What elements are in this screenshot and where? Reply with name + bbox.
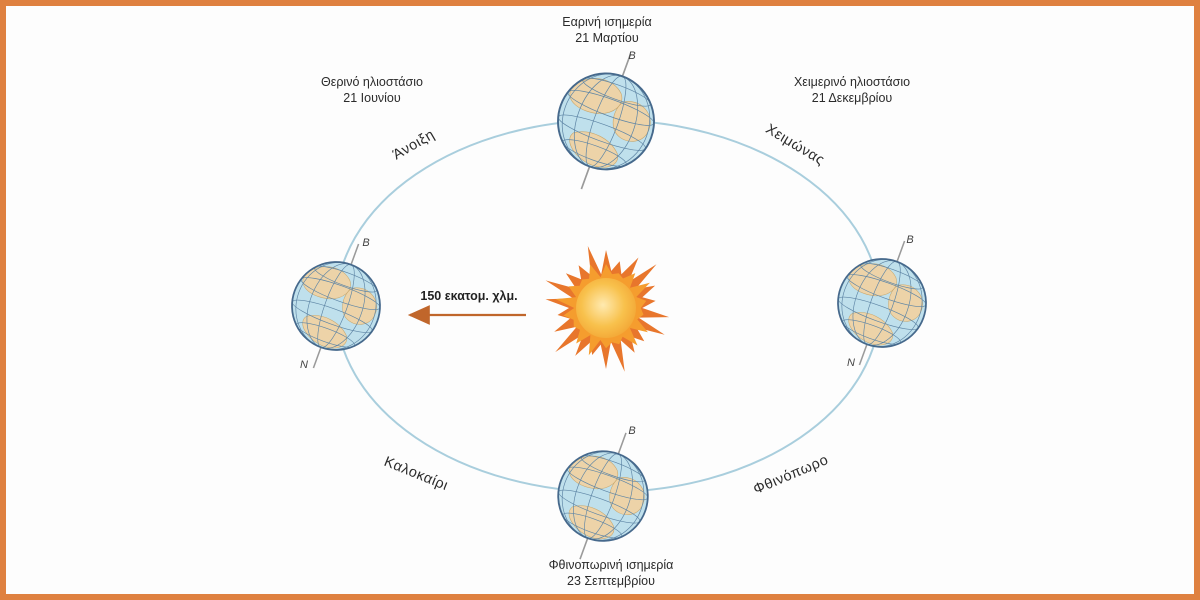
pole-label-south-right: N <box>847 357 855 369</box>
label-autumn-equinox: Φθινοπωρινή ισημερία 23 Σεπτεμβρίου <box>549 557 674 589</box>
label-spring-equinox: Εαρινή ισημερία 21 Μαρτίου <box>562 14 651 46</box>
sun-core <box>576 278 636 338</box>
label-summer-solstice-date: 21 Ιουνίου <box>343 91 401 105</box>
earth-globe-winter-solstice <box>818 226 946 380</box>
label-autumn-equinox-date: 23 Σεπτεμβρίου <box>567 574 655 588</box>
label-summer-solstice: Θερινό ηλιοστάσιο 21 Ιουνίου <box>321 74 423 106</box>
label-spring-equinox-date: 21 Μαρτίου <box>575 31 639 45</box>
orbit-diagram-svg <box>6 6 1200 600</box>
pole-label-north-top: B <box>628 50 636 62</box>
label-winter-solstice-date: 21 Δεκεμβρίου <box>811 91 893 105</box>
label-winter-solstice: Χειμερινό ηλιοστάσιο 21 Δεκεμβρίου <box>794 74 910 106</box>
earth-globe-summer-solstice <box>272 229 400 383</box>
pole-label-south-left: N <box>300 359 308 371</box>
label-spring-equinox-title: Εαρινή ισημερία <box>562 15 652 29</box>
label-summer-solstice-title: Θερινό ηλιοστάσιο <box>321 75 423 89</box>
label-winter-solstice-title: Χειμερινό ηλιοστάσιο <box>793 75 911 89</box>
distance-label: 150 εκατομ. χλμ. <box>420 289 518 303</box>
earth-globe-autumn-equinox <box>538 418 668 575</box>
sun-icon <box>545 246 670 372</box>
pole-label-north-right: B <box>906 234 914 246</box>
earth-globe-spring-equinox <box>536 37 675 205</box>
pole-label-north-left: B <box>362 237 370 249</box>
label-autumn-equinox-title: Φθινοπωρινή ισημερία <box>548 558 674 572</box>
pole-label-north-bottom: B <box>628 425 636 437</box>
